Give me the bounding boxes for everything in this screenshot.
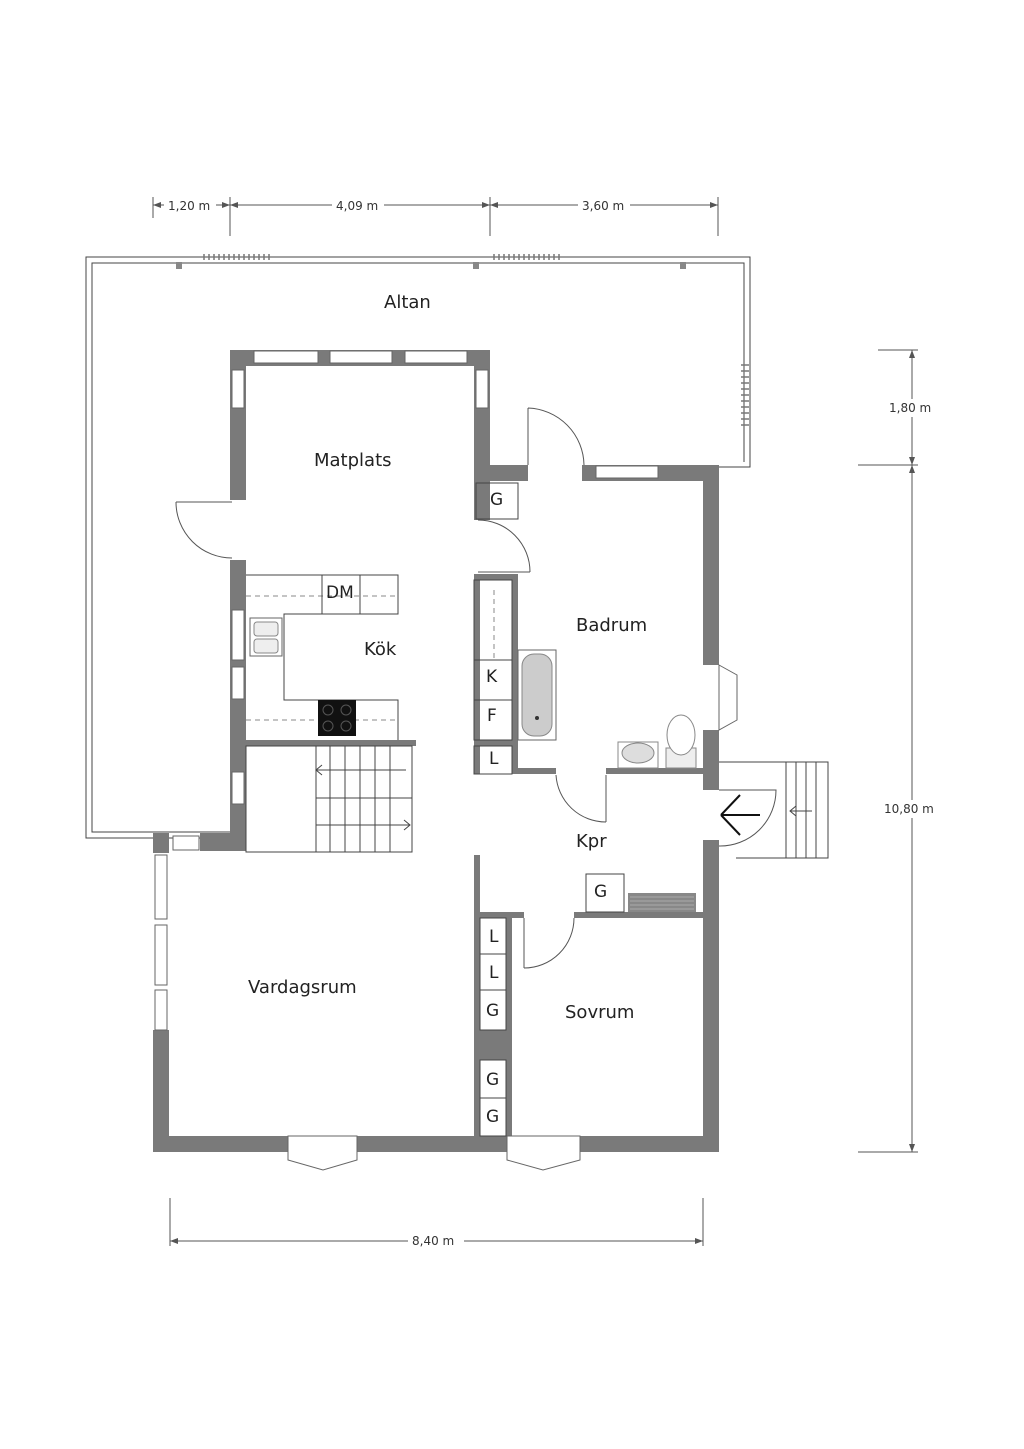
room-label-vardagsrum: Vardagsrum <box>248 977 357 998</box>
doors <box>175 407 829 969</box>
fixture-label-g-3: G <box>486 1107 499 1127</box>
dim-right-2: 10,80 m <box>884 802 934 816</box>
room-label-badrum: Badrum <box>576 615 647 636</box>
hall-fixtures <box>479 873 696 1137</box>
dim-top-1: 1,20 m <box>168 199 210 213</box>
bathroom-fixtures <box>473 482 697 775</box>
room-label-kpr: Kpr <box>576 831 607 852</box>
fixture-label-dishwasher: DM <box>326 583 354 603</box>
fixture-label-l-bath: L <box>489 749 499 769</box>
fixture-label-f: F <box>487 706 497 726</box>
fixture-label-g-2: G <box>486 1070 499 1090</box>
room-label-matplats: Matplats <box>314 450 392 471</box>
fixture-label-g-1: G <box>486 1001 499 1021</box>
fixture-label-k: K <box>486 667 498 687</box>
room-label-altan: Altan <box>384 292 431 313</box>
room-label-sovrum: Sovrum <box>565 1002 634 1023</box>
dimension-lines <box>152 197 944 1249</box>
room-label-kok: Kök <box>364 639 397 660</box>
dim-bottom: 8,40 m <box>412 1234 454 1248</box>
staircase <box>245 745 413 853</box>
dim-top-2: 4,09 m <box>336 199 378 213</box>
fixture-label-l-1: L <box>489 927 499 947</box>
fixture-label-g-hall: G <box>594 882 607 902</box>
fixture-label-g-top: G <box>490 490 503 510</box>
dim-top-3: 3,60 m <box>582 199 624 213</box>
deck-outline <box>85 254 751 839</box>
fixture-label-l-2: L <box>489 963 499 983</box>
kitchen-fixtures <box>246 574 399 740</box>
dim-right-1: 1,80 m <box>889 401 931 415</box>
windows <box>154 350 738 1171</box>
